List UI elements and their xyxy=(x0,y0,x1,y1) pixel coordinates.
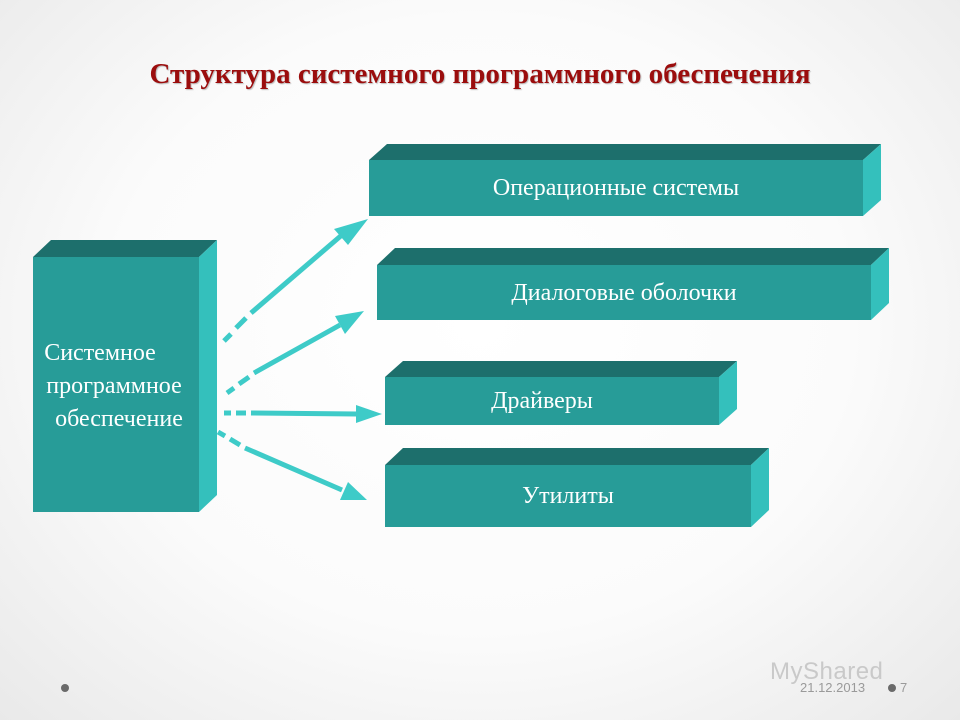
source-block-label: Системное программное обеспечение xyxy=(24,337,204,436)
target-label-shells: Диалоговые оболочки xyxy=(511,280,737,306)
arrow-to-utilities xyxy=(216,429,367,500)
source-label-line-2: программное xyxy=(46,373,182,399)
arrow-to-os xyxy=(222,219,368,343)
slide-title: Структура системного программного обеспе… xyxy=(149,58,811,90)
arrow-to-shells xyxy=(225,311,364,396)
target-label-os: Операционные системы xyxy=(492,175,740,201)
arrows xyxy=(216,219,382,500)
target-label-drivers: Драйверы xyxy=(491,388,593,414)
target-label-utilities: Утилиты xyxy=(522,483,614,509)
target-block-utilities xyxy=(385,448,769,527)
watermark-logo: MyShared xyxy=(770,658,884,685)
target-block-os xyxy=(369,144,881,216)
page-number: 7 xyxy=(900,680,908,695)
footer-left-bullet xyxy=(61,684,69,692)
footer-right-bullet xyxy=(888,684,896,692)
target-block-drivers xyxy=(385,361,737,425)
target-block-shells xyxy=(377,248,889,320)
footer-date: 21.12.2013 xyxy=(800,680,866,695)
arrow-to-drivers xyxy=(224,405,382,423)
source-label-line-1: Системное xyxy=(44,340,156,366)
source-block xyxy=(33,240,217,512)
source-label-line-3: обеспечение xyxy=(55,406,183,432)
